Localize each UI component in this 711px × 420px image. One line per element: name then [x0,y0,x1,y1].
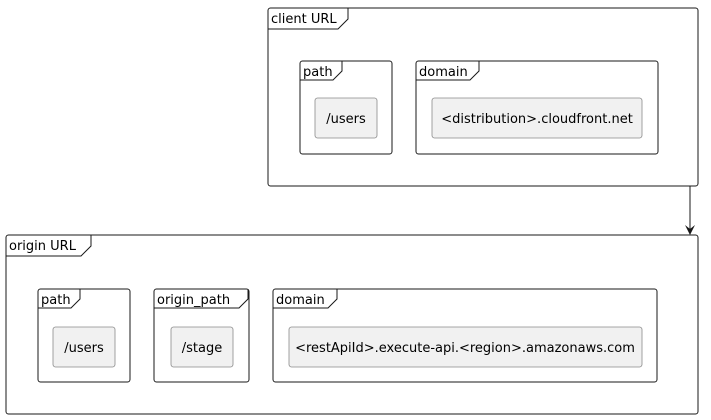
client-path-title: path [303,65,333,80]
origin-url-title: origin URL [9,239,77,254]
origin-domain-value: <restApiId>.execute-api.<region>.amazona… [295,341,635,356]
client-url-title: client URL [271,12,337,27]
origin-domain-node [288,326,643,368]
client-path-value: /users [326,112,366,127]
origin-path-package: path /users [37,288,131,383]
client-path-node [314,97,378,139]
origin-domain-title: domain [276,293,325,308]
client-domain-value: <distribution>.cloudfront.net [441,112,633,127]
origin-path-prefix-package: origin_path /stage [153,288,250,383]
origin-domain-package: domain <restApiId>.execute-api.<region>.… [272,288,658,383]
origin-path-prefix-node [170,326,234,368]
origin-path-title: path [41,293,71,308]
client-url-frame: client URL path /users domain <distribut… [267,7,699,187]
client-to-origin-arrow [685,186,695,235]
client-path-package: path /users [299,60,393,155]
origin-path-node [52,326,116,368]
client-domain-node [431,97,643,139]
origin-path-prefix-title: origin_path [157,293,230,308]
origin-path-value: /users [64,341,104,356]
client-domain-package: domain <distribution>.cloudfront.net [415,60,659,155]
client-domain-title: domain [419,65,468,80]
origin-url-frame: origin URL path /users origin_path /stag… [5,234,699,415]
origin-path-prefix-value: /stage [182,341,222,356]
